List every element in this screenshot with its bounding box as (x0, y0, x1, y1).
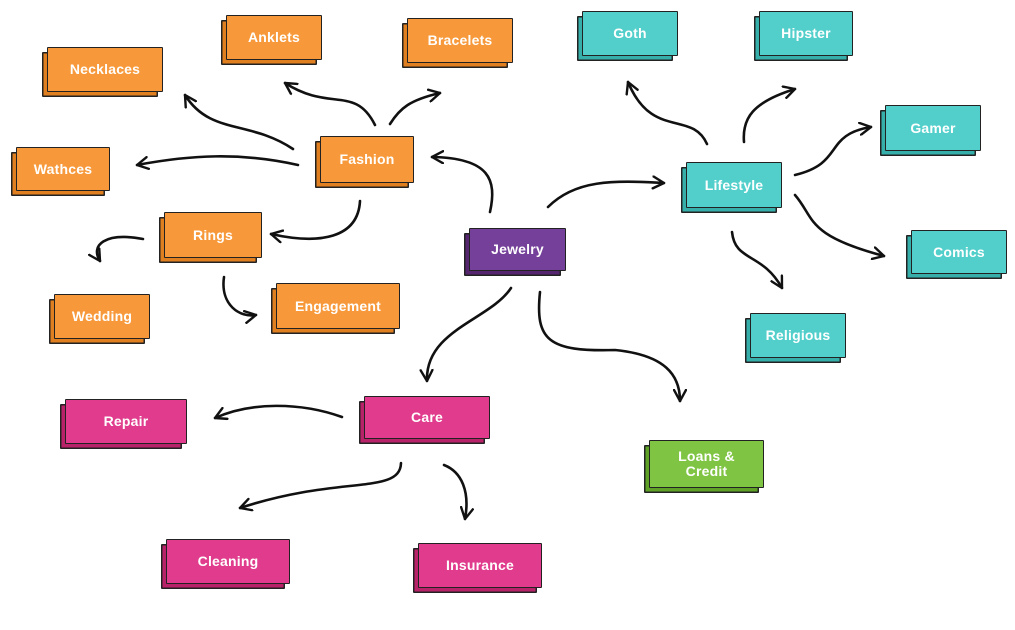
arrow-fashion-to-anklets (283, 81, 377, 127)
arrow-lifestyle-to-comics (793, 193, 886, 256)
arrow-lifestyle-to-goth (628, 80, 709, 146)
node-goth: Goth (582, 11, 678, 56)
node-necklaces: Necklaces (47, 47, 163, 92)
node-watches: Wathces (16, 147, 110, 191)
node-gamer: Gamer (885, 105, 981, 151)
node-repair: Repair (65, 399, 187, 444)
node-wedding: Wedding (54, 294, 150, 339)
node-lifestyle: Lifestyle (686, 162, 782, 208)
arrow-care-to-cleaning (238, 461, 403, 508)
node-religious: Religious (750, 313, 846, 358)
arrow-rings-to-engagement (222, 275, 258, 315)
arrow-fashion-to-watches (135, 155, 300, 165)
arrow-jewelry-to-care (427, 286, 513, 383)
arrow-lifestyle-to-hipster (742, 89, 797, 144)
node-care: Care (364, 396, 490, 439)
node-jewelry: Jewelry (469, 228, 566, 271)
arrow-lifestyle-to-gamer (793, 127, 873, 177)
arrow-jewelry-to-loans (537, 290, 680, 403)
arrow-jewelry-to-fashion (430, 157, 494, 214)
arrow-care-to-repair (213, 404, 344, 418)
node-comics: Comics (911, 230, 1007, 274)
node-bracelets: Bracelets (407, 18, 513, 63)
node-anklets: Anklets (226, 15, 322, 60)
node-hipster: Hipster (759, 11, 853, 56)
node-rings: Rings (164, 212, 262, 258)
arrow-fashion-to-necklaces (183, 93, 295, 151)
arrow-fashion-to-bracelets (388, 93, 442, 126)
arrow-jewelry-to-lifestyle (546, 182, 666, 209)
arrow-lifestyle-to-religious (730, 230, 784, 290)
node-cleaning: Cleaning (166, 539, 290, 584)
node-insurance: Insurance (418, 543, 542, 588)
node-loans-credit: Loans & Credit (649, 440, 764, 488)
arrow-rings-to-wedding (97, 235, 145, 263)
node-fashion: Fashion (320, 136, 414, 183)
arrow-care-to-insurance (442, 463, 466, 521)
node-engagement: Engagement (276, 283, 400, 329)
arrow-fashion-to-rings (269, 199, 362, 239)
